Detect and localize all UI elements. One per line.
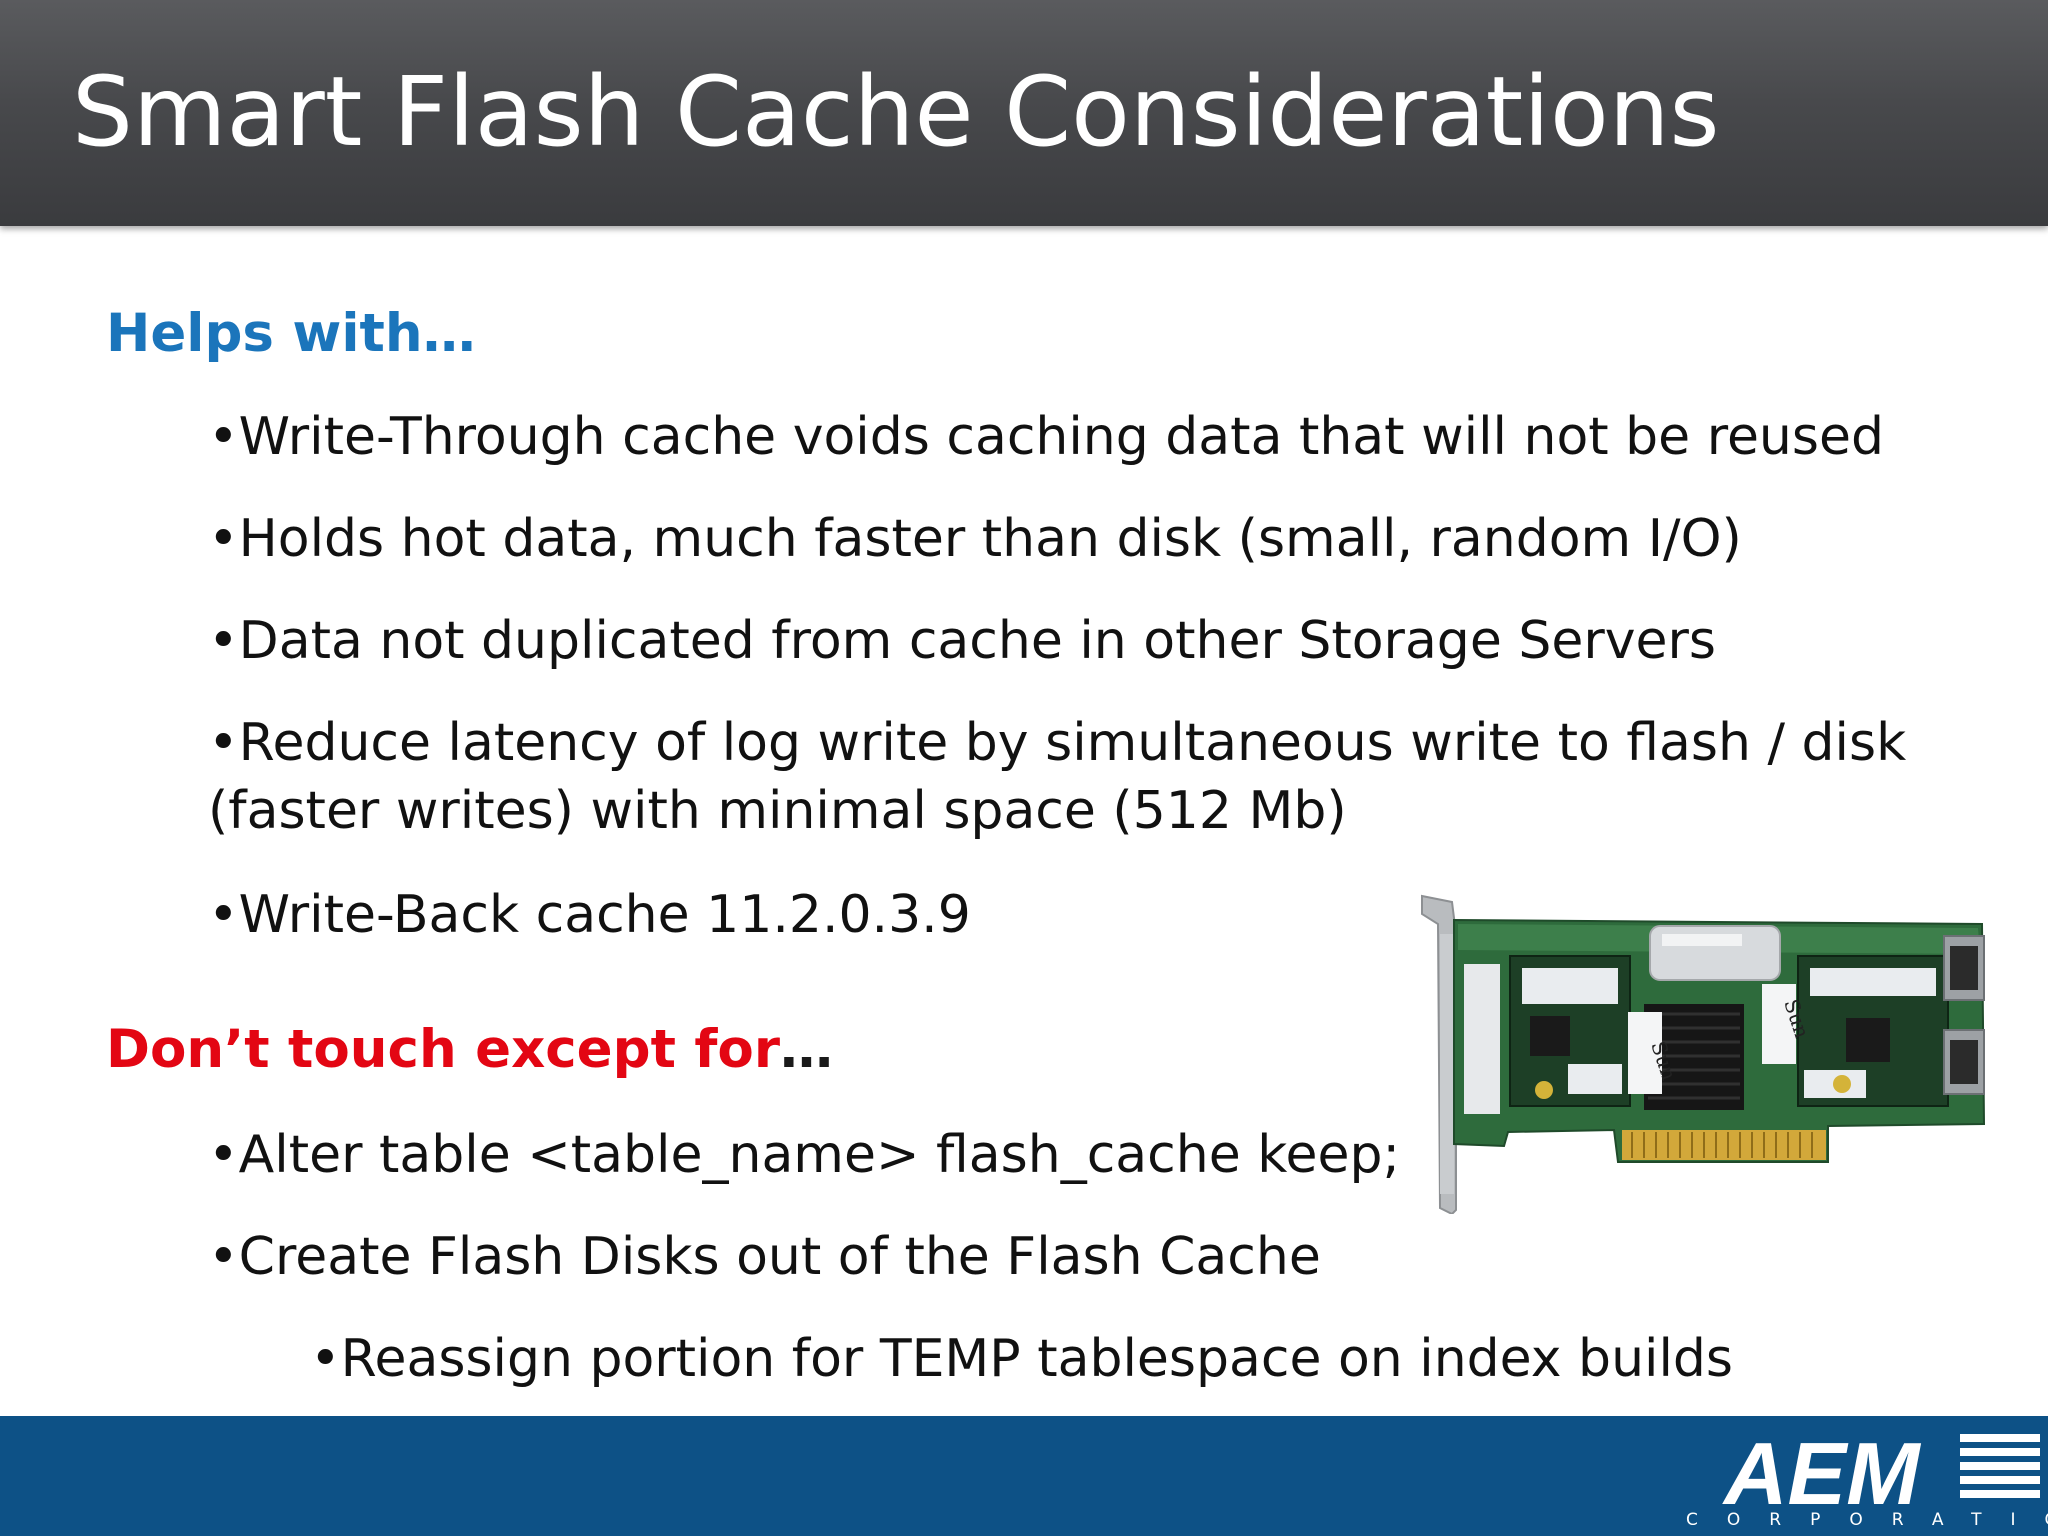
sub-bullet-reassign-temp: •Reassign portion for TEMP tablespace on… [310,1329,1734,1389]
flash-card-image: Sun Sun [1421,894,1986,1214]
dont-touch-heading-ellipsis: … [779,1019,833,1080]
bullet-create-flash-disks: •Create Flash Disks out of the Flash Cac… [208,1227,1321,1287]
aem-logo-mark: AEM [1722,1424,1921,1523]
bullet-reduce-latency-continued: (faster writes) with minimal space (512 … [208,781,1347,841]
footer-bar [0,1416,2048,1536]
bullet-not-duplicated: •Data not duplicated from cache in other… [208,611,1716,671]
aem-logo: AEM [1722,1424,2040,1523]
dont-touch-heading: Don’t touch except for… [106,1018,833,1082]
dont-touch-heading-red: Don’t touch except for [106,1019,780,1080]
bullet-reduce-latency: •Reduce latency of log write by simultan… [208,713,1907,773]
bullet-write-back: •Write-Back cache 11.2.0.3.9 [208,885,971,945]
bullet-hot-data: •Holds hot data, much faster than disk (… [208,509,1742,569]
aem-logo-corporation: CORPORATION [1686,1510,2048,1530]
bullet-write-through: •Write-Through cache voids caching data … [208,407,1884,467]
slide-title: Smart Flash Cache Considerations [72,56,1720,168]
helps-with-heading: Helps with… [106,303,476,364]
bullet-alter-table: •Alter table <table_name> flash_cache ke… [208,1125,1401,1185]
title-bar: Smart Flash Cache Considerations [0,0,2048,226]
